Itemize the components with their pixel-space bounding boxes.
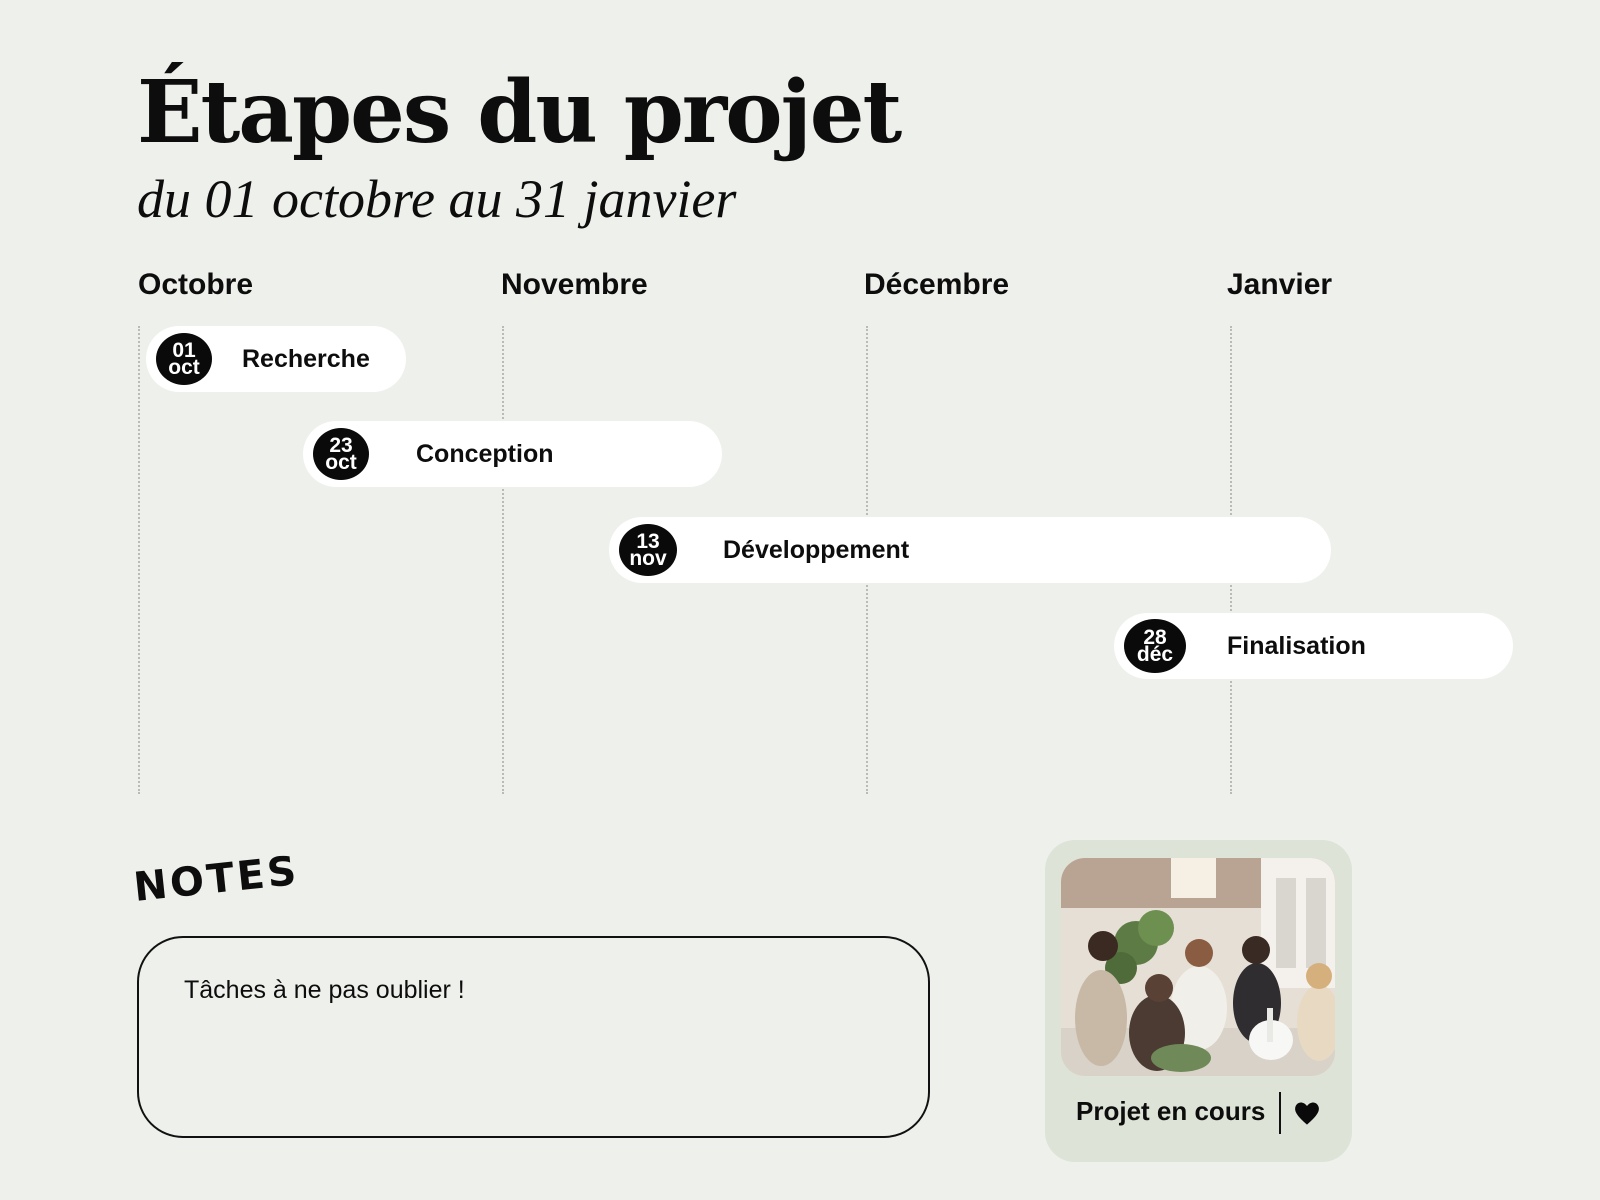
task-label: Conception: [416, 440, 554, 468]
month-header-janvier: Janvier: [1227, 268, 1333, 301]
task-bar-conception[interactable]: 23 oct Conception: [303, 421, 722, 487]
month-header-decembre: Décembre: [864, 268, 1010, 301]
badge-month: nov: [629, 547, 667, 570]
team-meeting-photo: [1061, 858, 1335, 1076]
badge-month: déc: [1136, 643, 1174, 666]
project-status-card: Projet en cours: [1045, 840, 1352, 1162]
grid-line-octobre: [138, 326, 140, 794]
notes-text: Tâches à ne pas oublier !: [184, 976, 465, 1004]
date-badge: 28 déc: [1124, 619, 1186, 673]
badge-month: oct: [168, 356, 200, 379]
task-bar-finalisation[interactable]: 28 déc Finalisation: [1114, 613, 1513, 679]
badge-day: 01: [172, 338, 196, 362]
card-divider: [1279, 1092, 1281, 1134]
heart-icon[interactable]: [1293, 1099, 1321, 1127]
page-title: Étapes du projet: [137, 62, 902, 163]
team-meeting-photo-graphic: [1061, 858, 1335, 1076]
project-status-label: Projet en cours: [1076, 1096, 1266, 1126]
task-label: Recherche: [242, 345, 370, 373]
notes-box[interactable]: Tâches à ne pas oublier !: [137, 936, 930, 1138]
task-label: Finalisation: [1227, 632, 1366, 660]
task-bar-recherche[interactable]: 01 oct Recherche: [146, 326, 406, 392]
date-badge: 13 nov: [619, 524, 677, 576]
badge-month: oct: [325, 451, 357, 474]
badge-day: 23: [329, 433, 353, 457]
badge-day: 13: [636, 529, 660, 553]
task-label: Développement: [723, 536, 910, 564]
month-header-octobre: Octobre: [138, 268, 254, 301]
task-bar-developpement[interactable]: 13 nov Développement: [609, 517, 1331, 583]
grid-line-novembre: [502, 326, 504, 794]
date-badge: 01 oct: [156, 333, 212, 385]
notes-heading: NOTES: [131, 847, 302, 911]
month-header-novembre: Novembre: [501, 268, 648, 301]
page-subtitle: du 01 octobre au 31 janvier: [137, 169, 737, 229]
date-badge: 23 oct: [313, 428, 369, 480]
badge-day: 28: [1143, 625, 1167, 649]
